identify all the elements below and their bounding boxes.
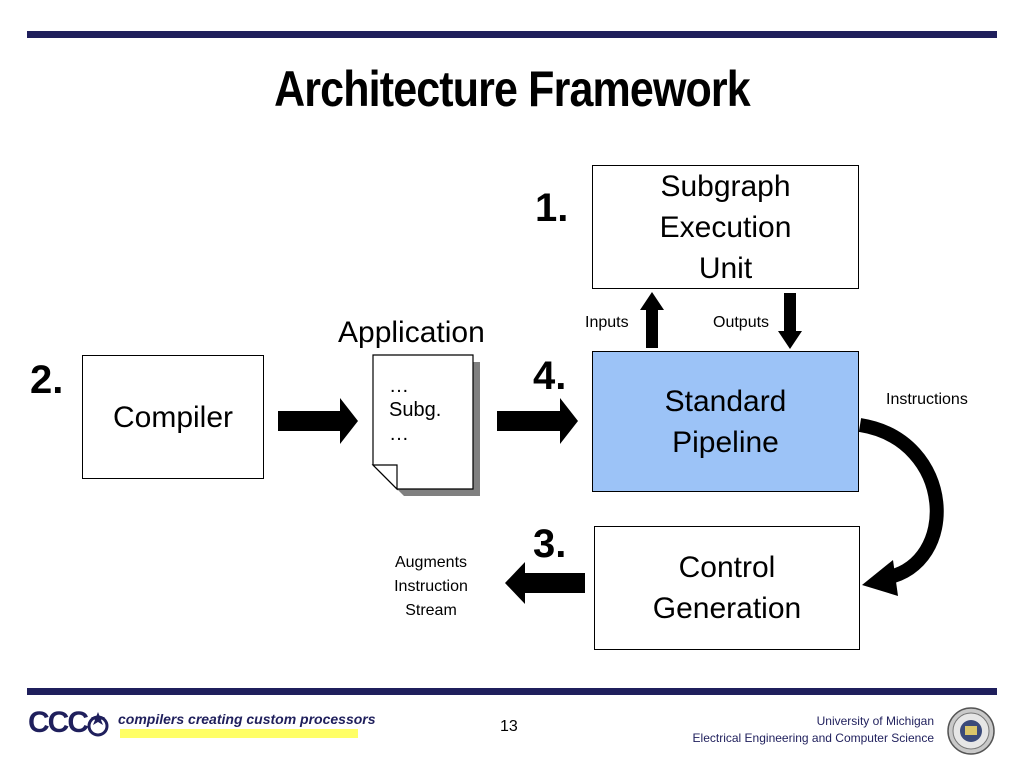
document-fold	[371, 464, 398, 491]
augments-line-2: Instruction	[394, 578, 468, 595]
standard-pipeline-box: Standard Pipeline	[592, 351, 859, 492]
step-number-1: 1.	[535, 186, 569, 230]
step-number-4: 4.	[533, 354, 567, 398]
augments-line-3: Stream	[405, 602, 457, 619]
arrow-compiler-to-application	[278, 398, 358, 444]
document-line-3: …	[389, 423, 409, 445]
arrow-instructions-head	[862, 560, 898, 596]
slide-title: Architecture Framework	[274, 61, 751, 117]
document-page	[372, 354, 474, 490]
outputs-label: Outputs	[713, 314, 770, 331]
step-number-3: 3.	[533, 522, 567, 566]
document-line-2: Subg.	[389, 399, 442, 421]
document-contents: … Subg. …	[389, 374, 441, 446]
document-line-1: …	[389, 375, 409, 397]
augments-line-1: Augments	[394, 554, 468, 571]
arrow-control-to-augments	[505, 562, 585, 604]
subgraph-execution-unit-box: Subgraph Execution Unit	[592, 165, 859, 289]
control-generation-box: Control Generation	[594, 526, 860, 650]
arrow-instructions-curve	[858, 418, 944, 585]
top-rule	[27, 31, 997, 38]
arrow-application-to-pipeline	[497, 398, 578, 444]
arrow-outputs-down	[778, 293, 802, 349]
arrow-inputs-up	[640, 292, 664, 348]
page-number: 13	[500, 718, 518, 735]
pipeline-line-2: Pipeline	[672, 425, 779, 459]
compiler-box: Compiler	[82, 355, 264, 479]
control-gen-line-1: Control	[678, 551, 776, 584]
inputs-label: Inputs	[585, 314, 629, 331]
subgraph-unit-line-1: Subgraph	[660, 169, 791, 203]
compiler-label: Compiler	[112, 400, 234, 434]
footer-tagline: compilers creating custom processors	[118, 711, 376, 727]
footer-university: University of Michigan	[816, 714, 934, 728]
step-number-2: 2.	[30, 358, 64, 402]
augments-label: Augments Instruction Stream	[376, 551, 486, 623]
subgraph-unit-line-2: Execution	[659, 210, 792, 244]
instructions-label: Instructions	[886, 391, 968, 408]
subgraph-unit-line-3: Unit	[698, 251, 753, 285]
control-gen-line-2: Generation	[652, 592, 802, 625]
application-label: Application	[338, 316, 485, 349]
footer-department: Electrical Engineering and Computer Scie…	[692, 731, 934, 745]
bottom-rule	[27, 688, 997, 695]
pipeline-line-1: Standard	[664, 384, 787, 418]
ccc-logo: CCC	[28, 706, 89, 739]
